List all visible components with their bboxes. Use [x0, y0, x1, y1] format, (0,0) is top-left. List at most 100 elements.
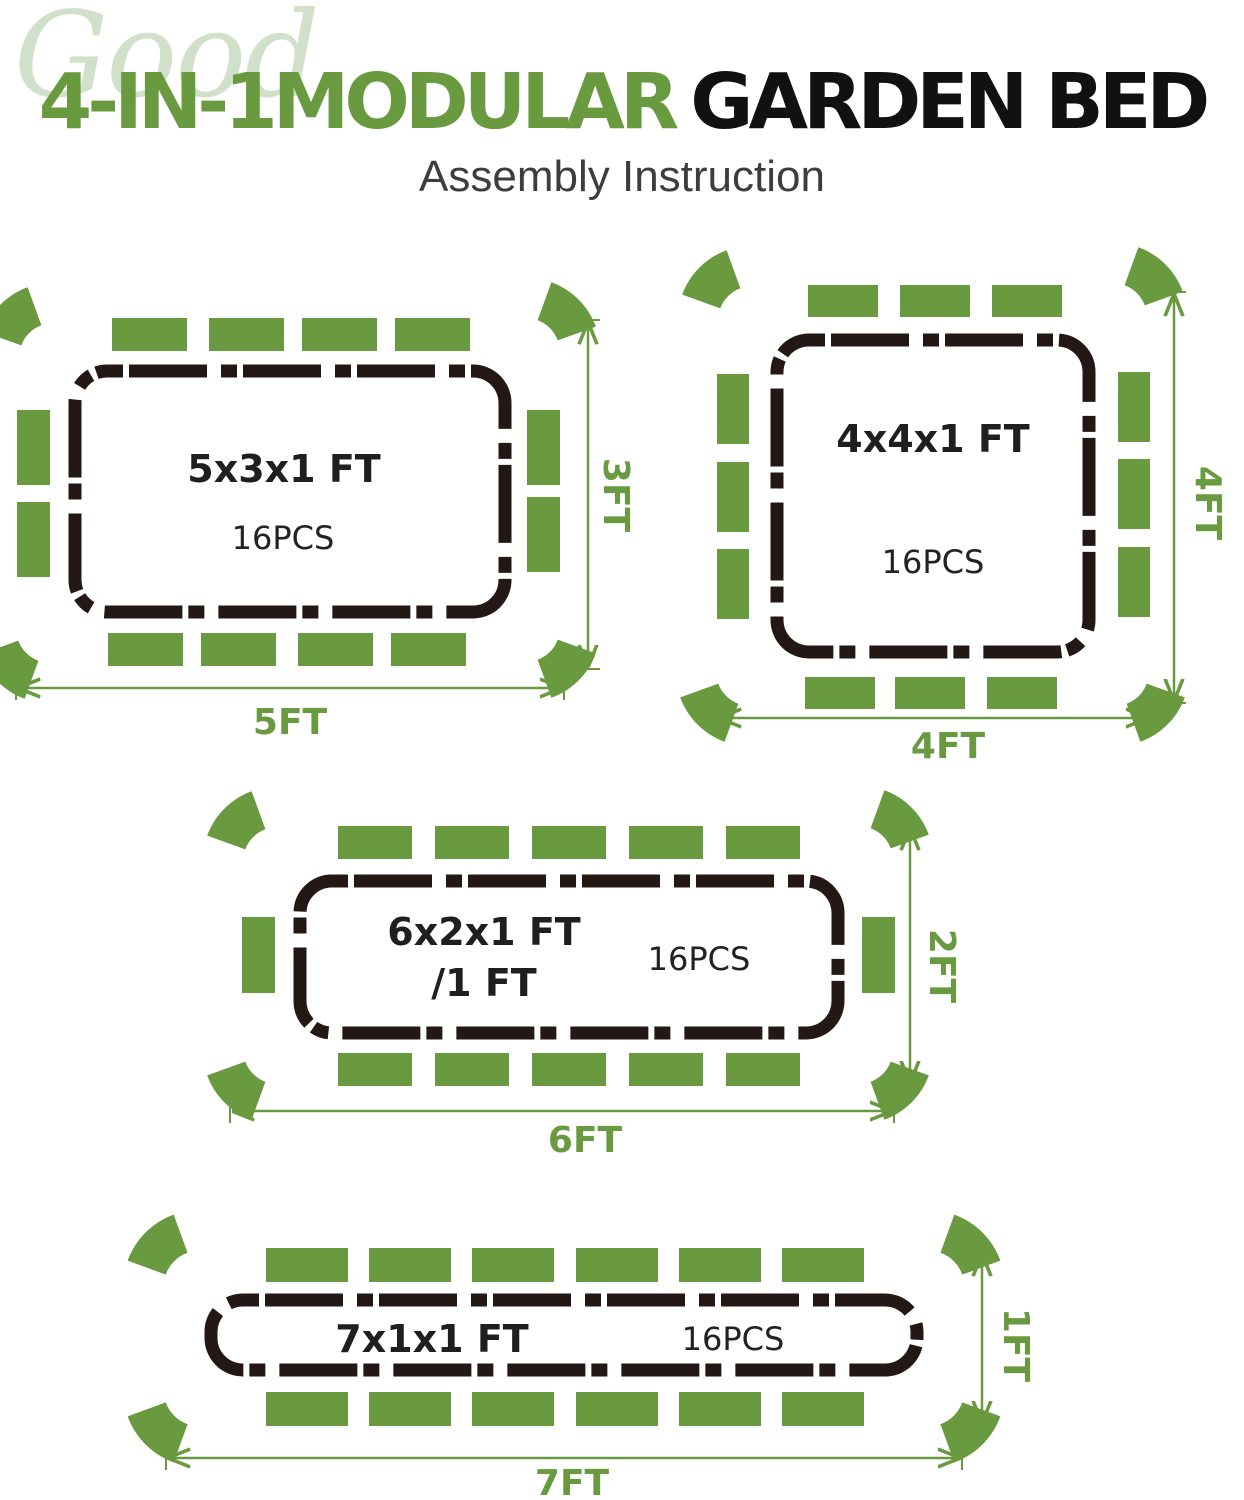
panel-straight: [302, 318, 377, 351]
bed-6x2: 6x2x1 FT /1 FT 16PCS 6FT 2FT: [207, 790, 962, 1161]
panel-straight: [532, 1053, 606, 1086]
panel-straight: [112, 318, 187, 351]
panel-straight: [266, 1392, 348, 1426]
panel-straight: [242, 917, 275, 993]
panel-straight: [805, 677, 875, 709]
bed-5x3-depth-dimension: 3FT: [576, 319, 636, 670]
panel-straight: [17, 410, 50, 485]
panel-straight: [717, 374, 749, 444]
panel-straight: [726, 826, 800, 859]
panel-straight: [391, 633, 466, 666]
panel-straight: [576, 1392, 658, 1426]
panel-corner: [682, 250, 741, 309]
panel-straight: [472, 1248, 554, 1282]
panel-straight: [266, 1248, 348, 1282]
panel-corner: [940, 1402, 1001, 1463]
title-green-part: 4-IN-1MODULAR: [38, 58, 680, 147]
panel-corner: [1124, 247, 1183, 306]
panel-straight: [1118, 459, 1150, 529]
panel-straight: [338, 826, 412, 859]
bed-5x3-pieces: 16PCS: [232, 519, 335, 557]
bed-5x3: 5x3x1 FT 16PCS 5FT 3FT: [0, 282, 636, 743]
bed-7x1-size: 7x1x1 FT: [335, 1317, 529, 1361]
panel-straight: [1118, 547, 1150, 617]
panel-straight: [717, 462, 749, 532]
panel-straight: [369, 1392, 451, 1426]
panel-straight: [717, 549, 749, 619]
bed-5x3-width-label: 5FT: [253, 702, 328, 743]
bed-6x2-width-label: 6FT: [548, 1120, 623, 1161]
bed-4x4-panels: [680, 247, 1185, 742]
panel-corner: [680, 683, 739, 742]
panel-straight: [527, 497, 560, 572]
panel-straight: [900, 285, 970, 317]
bed-7x1-depth-dimension: 1FT: [970, 1251, 1036, 1426]
bed-6x2-panels: [207, 790, 929, 1120]
panel-straight: [726, 1053, 800, 1086]
panel-straight: [395, 318, 470, 351]
panel-straight: [209, 318, 284, 351]
panel-straight: [629, 826, 703, 859]
panel-straight: [1118, 372, 1150, 442]
panel-corner: [0, 287, 42, 346]
bed-6x2-depth-label: 2FT: [921, 929, 962, 1004]
bed-6x2-size-line2: /1 FT: [431, 961, 537, 1005]
panel-straight: [987, 677, 1057, 709]
bed-4x4-depth-dimension: 4FT: [1162, 291, 1228, 704]
bed-6x2-width-dimension: 6FT: [229, 1099, 895, 1161]
bed-7x1-width-dimension: 7FT: [165, 1446, 963, 1500]
panel-straight: [527, 410, 560, 485]
page-subtitle: Assembly Instruction: [419, 152, 825, 201]
bed-5x3-panels: [0, 282, 596, 699]
panel-straight: [201, 633, 276, 666]
bed-5x3-frame: [68, 364, 512, 619]
bed-6x2-frame: [293, 874, 845, 1040]
panel-straight: [472, 1392, 554, 1426]
panel-corner: [127, 1402, 188, 1463]
bed-4x4-width-label: 4FT: [911, 726, 986, 767]
panel-straight: [782, 1248, 864, 1282]
bed-6x2-pieces: 16PCS: [648, 940, 751, 978]
panel-straight: [862, 917, 895, 993]
panel-straight: [679, 1392, 761, 1426]
bed-4x4-depth-label: 4FT: [1187, 466, 1228, 541]
bed-7x1-depth-label: 1FT: [995, 1308, 1036, 1383]
bed-7x1: 7x1x1 FT 16PCS 7FT 1FT: [127, 1214, 1036, 1500]
bed-7x1-pieces: 16PCS: [682, 1320, 785, 1358]
panel-straight: [576, 1248, 658, 1282]
panel-straight: [782, 1392, 864, 1426]
panel-corner: [0, 640, 39, 699]
panel-straight: [338, 1053, 412, 1086]
bed-4x4-width-dimension: 4FT: [716, 706, 1151, 767]
bed-4x4: 4x4x1 FT 16PCS 4FT 4FT: [680, 247, 1228, 767]
bed-5x3-width-dimension: 5FT: [15, 676, 565, 743]
brand-watermark: Good: [14, 0, 320, 124]
bed-5x3-size: 5x3x1 FT: [187, 447, 381, 491]
title-black-part: GARDEN BED: [690, 58, 1210, 147]
panel-straight: [629, 1053, 703, 1086]
panel-straight: [369, 1248, 451, 1282]
panel-corner: [1126, 683, 1185, 742]
bed-5x3-depth-label: 3FT: [595, 458, 636, 533]
bed-4x4-frame: [770, 333, 1096, 659]
bed-4x4-pieces: 16PCS: [882, 543, 985, 581]
panel-straight: [992, 285, 1062, 317]
bed-7x1-panels: [127, 1214, 1001, 1463]
panel-corner: [207, 791, 266, 850]
panel-straight: [679, 1248, 761, 1282]
panel-straight: [895, 677, 965, 709]
panel-straight: [808, 285, 878, 317]
bed-7x1-frame: [204, 1293, 924, 1377]
panel-corner: [127, 1214, 188, 1275]
panel-corner: [870, 790, 929, 849]
bed-4x4-size: 4x4x1 FT: [836, 417, 1030, 461]
panel-straight: [532, 826, 606, 859]
bed-6x2-size-line1: 6x2x1 FT: [387, 910, 581, 954]
panel-corner: [940, 1214, 1001, 1275]
bed-6x2-depth-dimension: 2FT: [898, 825, 962, 1086]
panel-straight: [435, 826, 509, 859]
bed-7x1-width-label: 7FT: [535, 1463, 610, 1500]
